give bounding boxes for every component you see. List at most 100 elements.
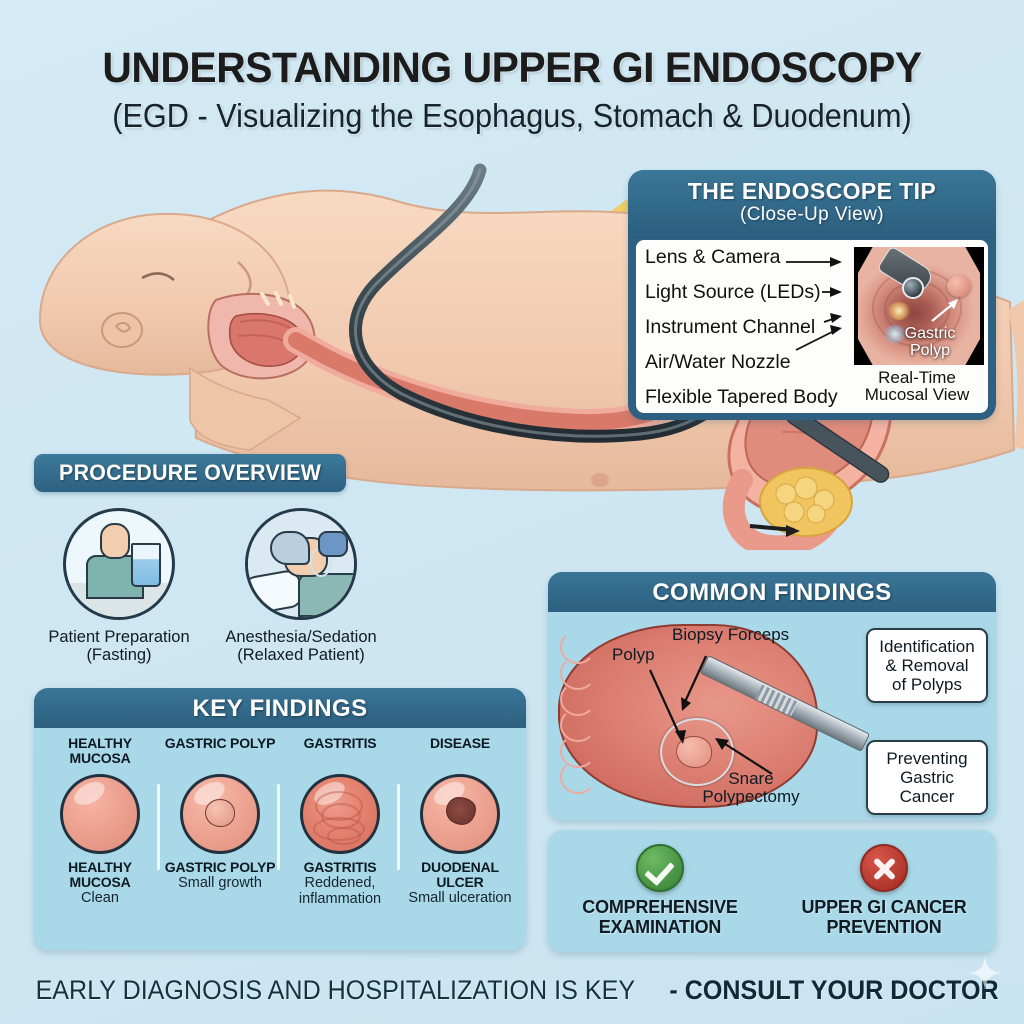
key-finding-4-desc: Small ulceration — [408, 890, 512, 907]
annotation-biopsy-forceps: Biopsy Forceps — [672, 625, 790, 644]
procedure-step-2-line2: (Relaxed Patient) — [237, 646, 365, 665]
key-finding-4-name: DUODENAL ULCER — [421, 859, 499, 891]
real-time-caption-line1: Real-Time — [878, 368, 956, 387]
procedure-step-2-line1: Anesthesia/Sedation — [225, 628, 377, 646]
benefits-panel: COMPREHENSIVE EXAMINATION UPPER GI CANCE… — [548, 830, 996, 952]
title-block: UNDERSTANDING UPPER GI ENDOSCOPY (EGD - … — [0, 44, 1024, 135]
procedure-overview-title: PROCEDURE OVERVIEW — [58, 460, 322, 485]
procedure-step-1-caption: Patient Preparation (Fasting) — [34, 628, 204, 665]
benefit-1-line2: EXAMINATION — [598, 917, 722, 937]
footer-bold-text: - CONSULT YOUR DOCTOR — [669, 975, 999, 1005]
callout-1-line3: of Polyps — [892, 675, 962, 695]
page-subtitle: (EGD - Visualizing the Esophagus, Stomac… — [112, 97, 912, 135]
key-finding-1-top-label: HEALTHY MUCOSA — [68, 735, 132, 767]
key-finding-2-desc: Small growth — [178, 875, 262, 892]
key-finding-cell-healthy-mucosa: HEALTHY MUCOSA HEALTHY MUCOSA Clean — [40, 735, 160, 944]
surgical-cap-icon — [270, 531, 310, 565]
procedure-step-anesthesia-sedation: Anesthesia/Sedation (Relaxed Patient) — [216, 508, 386, 665]
endoscope-mucosal-view-block: Gastric Polyp Real-Time Mucosal View — [852, 240, 988, 413]
annotation-polyp: Polyp — [612, 645, 655, 664]
benefit-1-line1: COMPREHENSIVE — [582, 897, 738, 918]
key-findings-header: KEY FINDINGS — [34, 688, 526, 728]
gastritis-icon — [300, 774, 380, 854]
callout-2-line2: Gastric Cancer — [899, 768, 955, 807]
callout-preventing-gastric-cancer: Preventing Gastric Cancer — [866, 740, 988, 816]
specular-highlight — [70, 777, 109, 811]
procedure-overview-items: Patient Preparation (Fasting) Anesthesia… — [34, 508, 394, 665]
gastric-polyp-caption: Gastric Polyp — [884, 326, 976, 359]
callout-1-line2: & Removal — [885, 656, 969, 676]
key-findings-grid: HEALTHY MUCOSA HEALTHY MUCOSA Clean GAST… — [34, 732, 526, 950]
footer-normal-text: EARLY DIAGNOSIS AND HOSPITALIZATION IS K… — [35, 975, 635, 1005]
key-finding-1-name: HEALTHY MUCOSA — [68, 859, 132, 891]
patient-head — [100, 523, 130, 559]
gloved-hand-icon — [318, 531, 348, 557]
endoscope-panel-header: THE ENDOSCOPE TIP (Close-Up View) — [628, 170, 996, 238]
callout-identification-removal-polyps: Identification & Removal of Polyps — [866, 628, 988, 704]
procedure-step-patient-preparation: Patient Preparation (Fasting) — [34, 508, 204, 665]
page-title: UNDERSTANDING UPPER GI ENDOSCOPY — [102, 44, 922, 92]
inflammation-streaks — [303, 777, 377, 851]
real-time-mucosal-image: Gastric Polyp — [854, 247, 984, 365]
polyp-pointer-arrow — [931, 299, 958, 322]
procedure-step-1-line1: Patient Preparation — [48, 628, 190, 646]
procedure-step-1-line2: (Fasting) — [86, 646, 152, 665]
key-findings-panel: KEY FINDINGS HEALTHY MUCOSA HEALTHY MUCO… — [34, 688, 526, 950]
endoscope-label-instrument-channel: Instrument Channel — [645, 315, 816, 338]
endoscope-tip-panel: THE ENDOSCOPE TIP (Close-Up View) Lens &… — [628, 170, 996, 420]
gastric-polyp-marker — [947, 275, 971, 297]
common-findings-body: Polyp Biopsy Forceps Snare Polypectomy I… — [548, 616, 996, 820]
real-time-caption: Real-Time Mucosal View — [852, 369, 982, 404]
patient-gown — [298, 573, 354, 617]
key-finding-2-top-label: GASTRIC POLYP — [164, 735, 276, 751]
led-glow-icon — [888, 302, 910, 320]
common-findings-header: COMMON FINDINGS — [548, 572, 996, 612]
key-finding-4-top-label: DISEASE — [429, 735, 491, 751]
endoscope-label-lens-camera: Lens & Camera — [645, 246, 781, 268]
ulcer-crater-shape — [446, 797, 477, 826]
benefit-comprehensive-examination: COMPREHENSIVE EXAMINATION — [548, 844, 772, 938]
x-circle-icon — [860, 844, 908, 893]
benefit-1-label: COMPREHENSIVE EXAMINATION — [548, 897, 772, 938]
patient-with-water-glass-icon — [63, 508, 175, 620]
gastric-polyp-caption-line2: Polyp — [909, 341, 951, 359]
key-finding-3-name: GASTRITIS — [303, 859, 377, 875]
endoscope-label-flexible-body: Flexible Tapered Body — [645, 385, 838, 408]
polyp-bump-shape — [205, 798, 235, 827]
stomach-polypectomy-illustration: Polyp Biopsy Forceps Snare Polypectomy — [554, 618, 871, 814]
benefit-upper-gi-cancer-prevention: UPPER GI CANCER PREVENTION — [772, 844, 996, 938]
callout-2-line1: Preventing — [886, 749, 968, 768]
scope-lens-icon — [902, 277, 924, 299]
sedated-patient-icon — [245, 508, 357, 620]
benefit-2-line2: PREVENTION — [826, 917, 942, 937]
gastric-polyp-caption-line1: Gastric — [904, 325, 956, 343]
stomach-rugae — [554, 628, 600, 798]
endoscope-panel-body: Lens & Camera Light Source (LEDs) Instru… — [636, 240, 988, 413]
procedure-overview-header: PROCEDURE OVERVIEW — [34, 454, 346, 492]
key-finding-3-top-label: GASTRITIS — [303, 735, 377, 751]
endoscope-panel-title: THE ENDOSCOPE TIP — [687, 178, 937, 204]
cell-divider — [157, 784, 160, 870]
key-finding-cell-gastric-polyp: GASTRIC POLYP GASTRIC POLYP Small growth — [160, 735, 280, 944]
endoscope-panel-subtitle: (Close-Up View) — [740, 204, 884, 226]
key-finding-2-name: GASTRIC POLYP — [164, 859, 276, 875]
endoscope-label-air-water-nozzle: Air/Water Nozzle — [645, 350, 791, 373]
water-jet-glow-icon — [884, 325, 906, 343]
cell-divider — [397, 784, 400, 870]
gastric-polyp-icon — [180, 774, 260, 854]
sparkle-decoration — [968, 956, 1002, 990]
duodenal-ulcer-icon — [420, 774, 500, 854]
healthy-mucosa-icon — [60, 774, 140, 854]
water-glass-icon — [131, 543, 161, 587]
benefit-2-line1: UPPER GI CANCER — [801, 897, 967, 918]
procedure-step-2-caption: Anesthesia/Sedation (Relaxed Patient) — [216, 628, 386, 665]
callout-1-line1: Identification — [879, 637, 975, 656]
endoscope-label-list: Lens & Camera Light Source (LEDs) Instru… — [636, 240, 852, 413]
benefit-2-label: UPPER GI CANCER PREVENTION — [772, 897, 996, 938]
annotation-snare-polypectomy: Snare Polypectomy — [696, 770, 806, 806]
key-finding-1-desc: Clean — [81, 890, 119, 907]
check-circle-icon — [636, 844, 684, 893]
real-time-caption-line2: Mucosal View — [864, 385, 970, 405]
cell-divider — [277, 784, 280, 870]
